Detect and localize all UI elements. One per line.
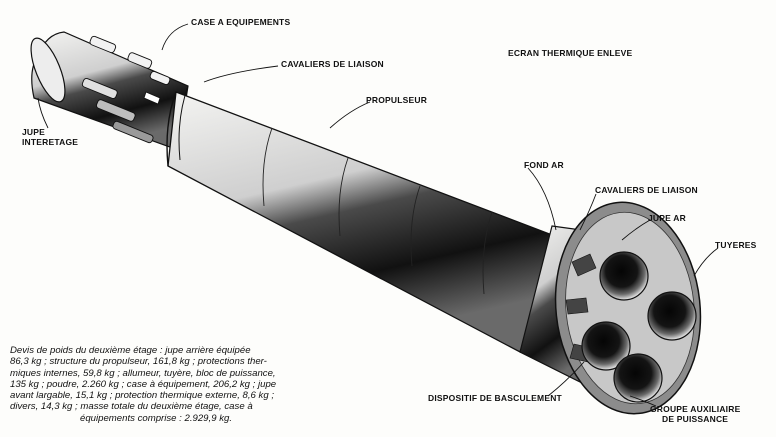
label-jupe-ar: JUPE AR xyxy=(648,213,686,223)
weight-breakdown-caption: Devis de poids du deuxième étage : jupe … xyxy=(10,345,370,424)
leader-groupe xyxy=(629,395,657,407)
caption-line: Devis de poids du deuxième étage : jupe … xyxy=(10,345,251,356)
nozzle-bottom xyxy=(613,353,663,403)
nozzle-top xyxy=(599,251,649,301)
label-dispositif-basculement: DISPOSITIF DE BASCULEMENT xyxy=(428,393,562,403)
leader-case-equipements xyxy=(161,23,189,51)
label-groupe-auxiliaire: GROUPE AUXILIAIRE xyxy=(650,404,741,414)
leader-cavaliers-bottom xyxy=(579,193,597,231)
nozzle-right xyxy=(647,291,697,341)
label-fond-ar: FOND AR xyxy=(524,160,564,170)
leader-jupe-ar xyxy=(621,219,651,241)
leader-cavaliers-top xyxy=(203,65,279,83)
label-case-equipements: CASE A EQUIPEMENTS xyxy=(191,17,291,27)
label-ecran-thermique: ECRAN THERMIQUE ENLEVE xyxy=(508,48,633,58)
label-tuyeres: TUYERES xyxy=(715,240,757,250)
rocket-body xyxy=(30,31,597,385)
nozzle-left xyxy=(581,321,631,371)
leader-lines xyxy=(37,23,719,407)
label-cavaliers-top: CAVALIERS DE LIAISON xyxy=(281,59,384,69)
caption-line: miques internes, 59,8 kg ; allumeur, tuy… xyxy=(10,367,276,379)
leader-dispositif xyxy=(547,361,585,397)
caption-line: équipements comprise : 2.929,9 kg. xyxy=(80,412,232,424)
caption-line: 135 kg ; poudre, 2.260 kg ; case à équip… xyxy=(10,378,277,390)
label-cavaliers-bottom: CAVALIERS DE LIAISON xyxy=(595,185,698,195)
leader-fond-ar xyxy=(527,167,557,231)
caption-line: avant largable, 15,1 kg ; protection the… xyxy=(10,390,274,402)
rear-end-face xyxy=(554,201,702,415)
leader-jupe-interetage xyxy=(37,97,49,129)
caption-line: divers, 14,3 kg ; masse totale du deuxiè… xyxy=(10,401,253,413)
leader-tuyeres xyxy=(693,247,719,277)
label-interetage: INTERETAGE xyxy=(22,137,79,147)
label-jupe: JUPE xyxy=(22,127,46,137)
label-de-puissance: DE PUISSANCE xyxy=(662,414,729,424)
leader-propulseur xyxy=(329,101,371,129)
label-propulseur: PROPULSEUR xyxy=(366,95,428,105)
caption-line: 86,3 kg ; structure du propulseur, 161,8… xyxy=(10,356,267,368)
